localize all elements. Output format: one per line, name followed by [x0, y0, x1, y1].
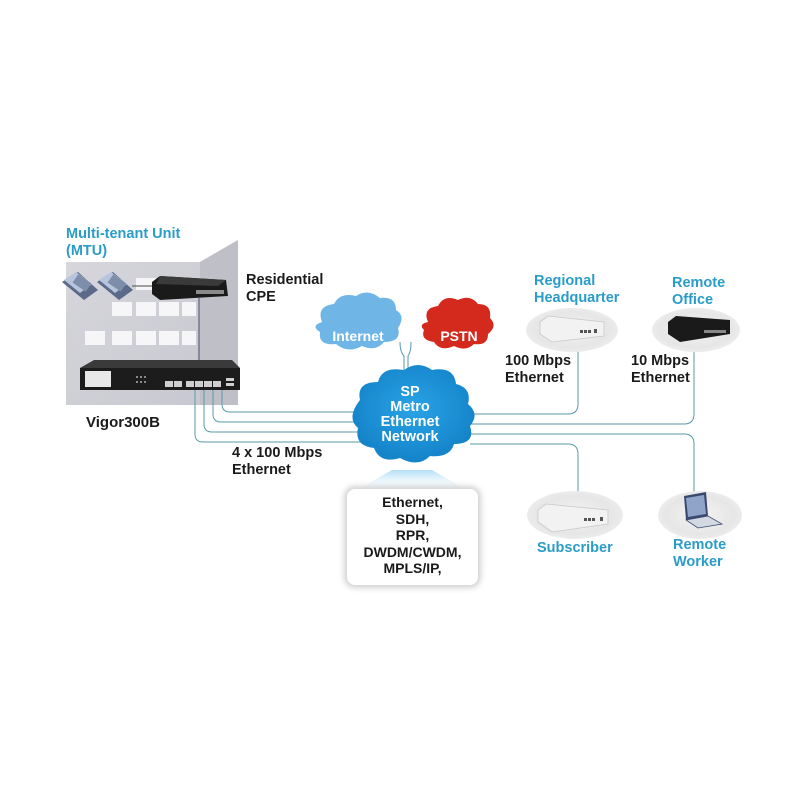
pstn-cloud-label: PSTN [440, 328, 478, 344]
uplink-label-line1: 4 x 100 Mbps [232, 445, 323, 461]
vigor300b-device-icon [80, 360, 240, 390]
uplink-label: 4 x 100 Mbps Ethernet [232, 445, 322, 479]
remote-worker-line1: Remote [673, 537, 727, 553]
remote-office-router-icon [668, 316, 730, 342]
remote-office-label: Remote Office [672, 275, 725, 309]
cpe-label-line2: CPE [246, 289, 276, 305]
technology-item: SDH, [395, 510, 430, 527]
regional-hq-link-line1: 100 Mbps [505, 353, 572, 369]
technology-item: MPLS/IP, [383, 560, 442, 576]
core-cloud-line4: Network [381, 429, 439, 445]
beam-decoration [354, 470, 470, 492]
regional-hq-line2: Headquarter [534, 290, 620, 306]
regional-hq-label: Regional Headquarter [534, 273, 619, 307]
remote-office-link-line1: 10 Mbps [631, 353, 690, 369]
regional-hq-router-icon [539, 315, 605, 343]
uplink-lines [194, 390, 370, 443]
remote-worker-line2: Worker [673, 554, 723, 570]
uplink-label-line2: Ethernet [232, 462, 291, 478]
subscriber-label: Subscriber [537, 540, 613, 556]
internet-cloud-label: Internet [332, 328, 384, 344]
telephone-icon [97, 272, 133, 300]
subscriber-router-icon [537, 503, 609, 533]
pstn-cloud [421, 297, 494, 349]
regional-hq-line1: Regional [534, 273, 596, 289]
remote-worker-label: Remote Worker [673, 537, 726, 571]
remote-office-line1: Remote [672, 275, 726, 291]
regional-hq-link-label: 100 Mbps Ethernet [505, 353, 571, 387]
core-cloud-line1: SP [400, 384, 420, 400]
mtu-title: Multi-tenant Unit (MTU) [66, 226, 180, 260]
sp-metro-ethernet-cloud [352, 365, 475, 463]
vigor300b-label: Vigor300B [86, 414, 160, 431]
technology-item: RPR, [395, 527, 430, 543]
cpe-label-line1: Residential [246, 272, 324, 288]
remote-office-link-line2: Ethernet [631, 370, 690, 386]
core-cloud-line3: Ethernet [380, 414, 440, 430]
core-cloud-line2: Metro [390, 399, 430, 415]
internet-cloud [315, 292, 402, 350]
regional-hq-link-line2: Ethernet [505, 370, 564, 386]
telephone-icon [62, 272, 98, 300]
technology-item: Ethernet, [382, 494, 443, 510]
remote-office-link-label: 10 Mbps Ethernet [631, 353, 690, 387]
technology-item: DWDM/CWDM, [363, 543, 462, 560]
mtu-title-line2: (MTU) [66, 243, 108, 259]
mtu-title-line1: Multi-tenant Unit [66, 226, 181, 242]
remote-office-line2: Office [672, 292, 714, 308]
residential-cpe-router-icon [152, 276, 228, 300]
laptop-icon [684, 492, 724, 529]
site-links [399, 341, 695, 505]
residential-cpe-label: Residential CPE [246, 272, 323, 306]
core-cloud-label: SP Metro Ethernet Network [360, 385, 460, 445]
technologies-box: Ethernet, SDH, RPR, DWDM/CWDM, MPLS/IP, [347, 489, 478, 585]
